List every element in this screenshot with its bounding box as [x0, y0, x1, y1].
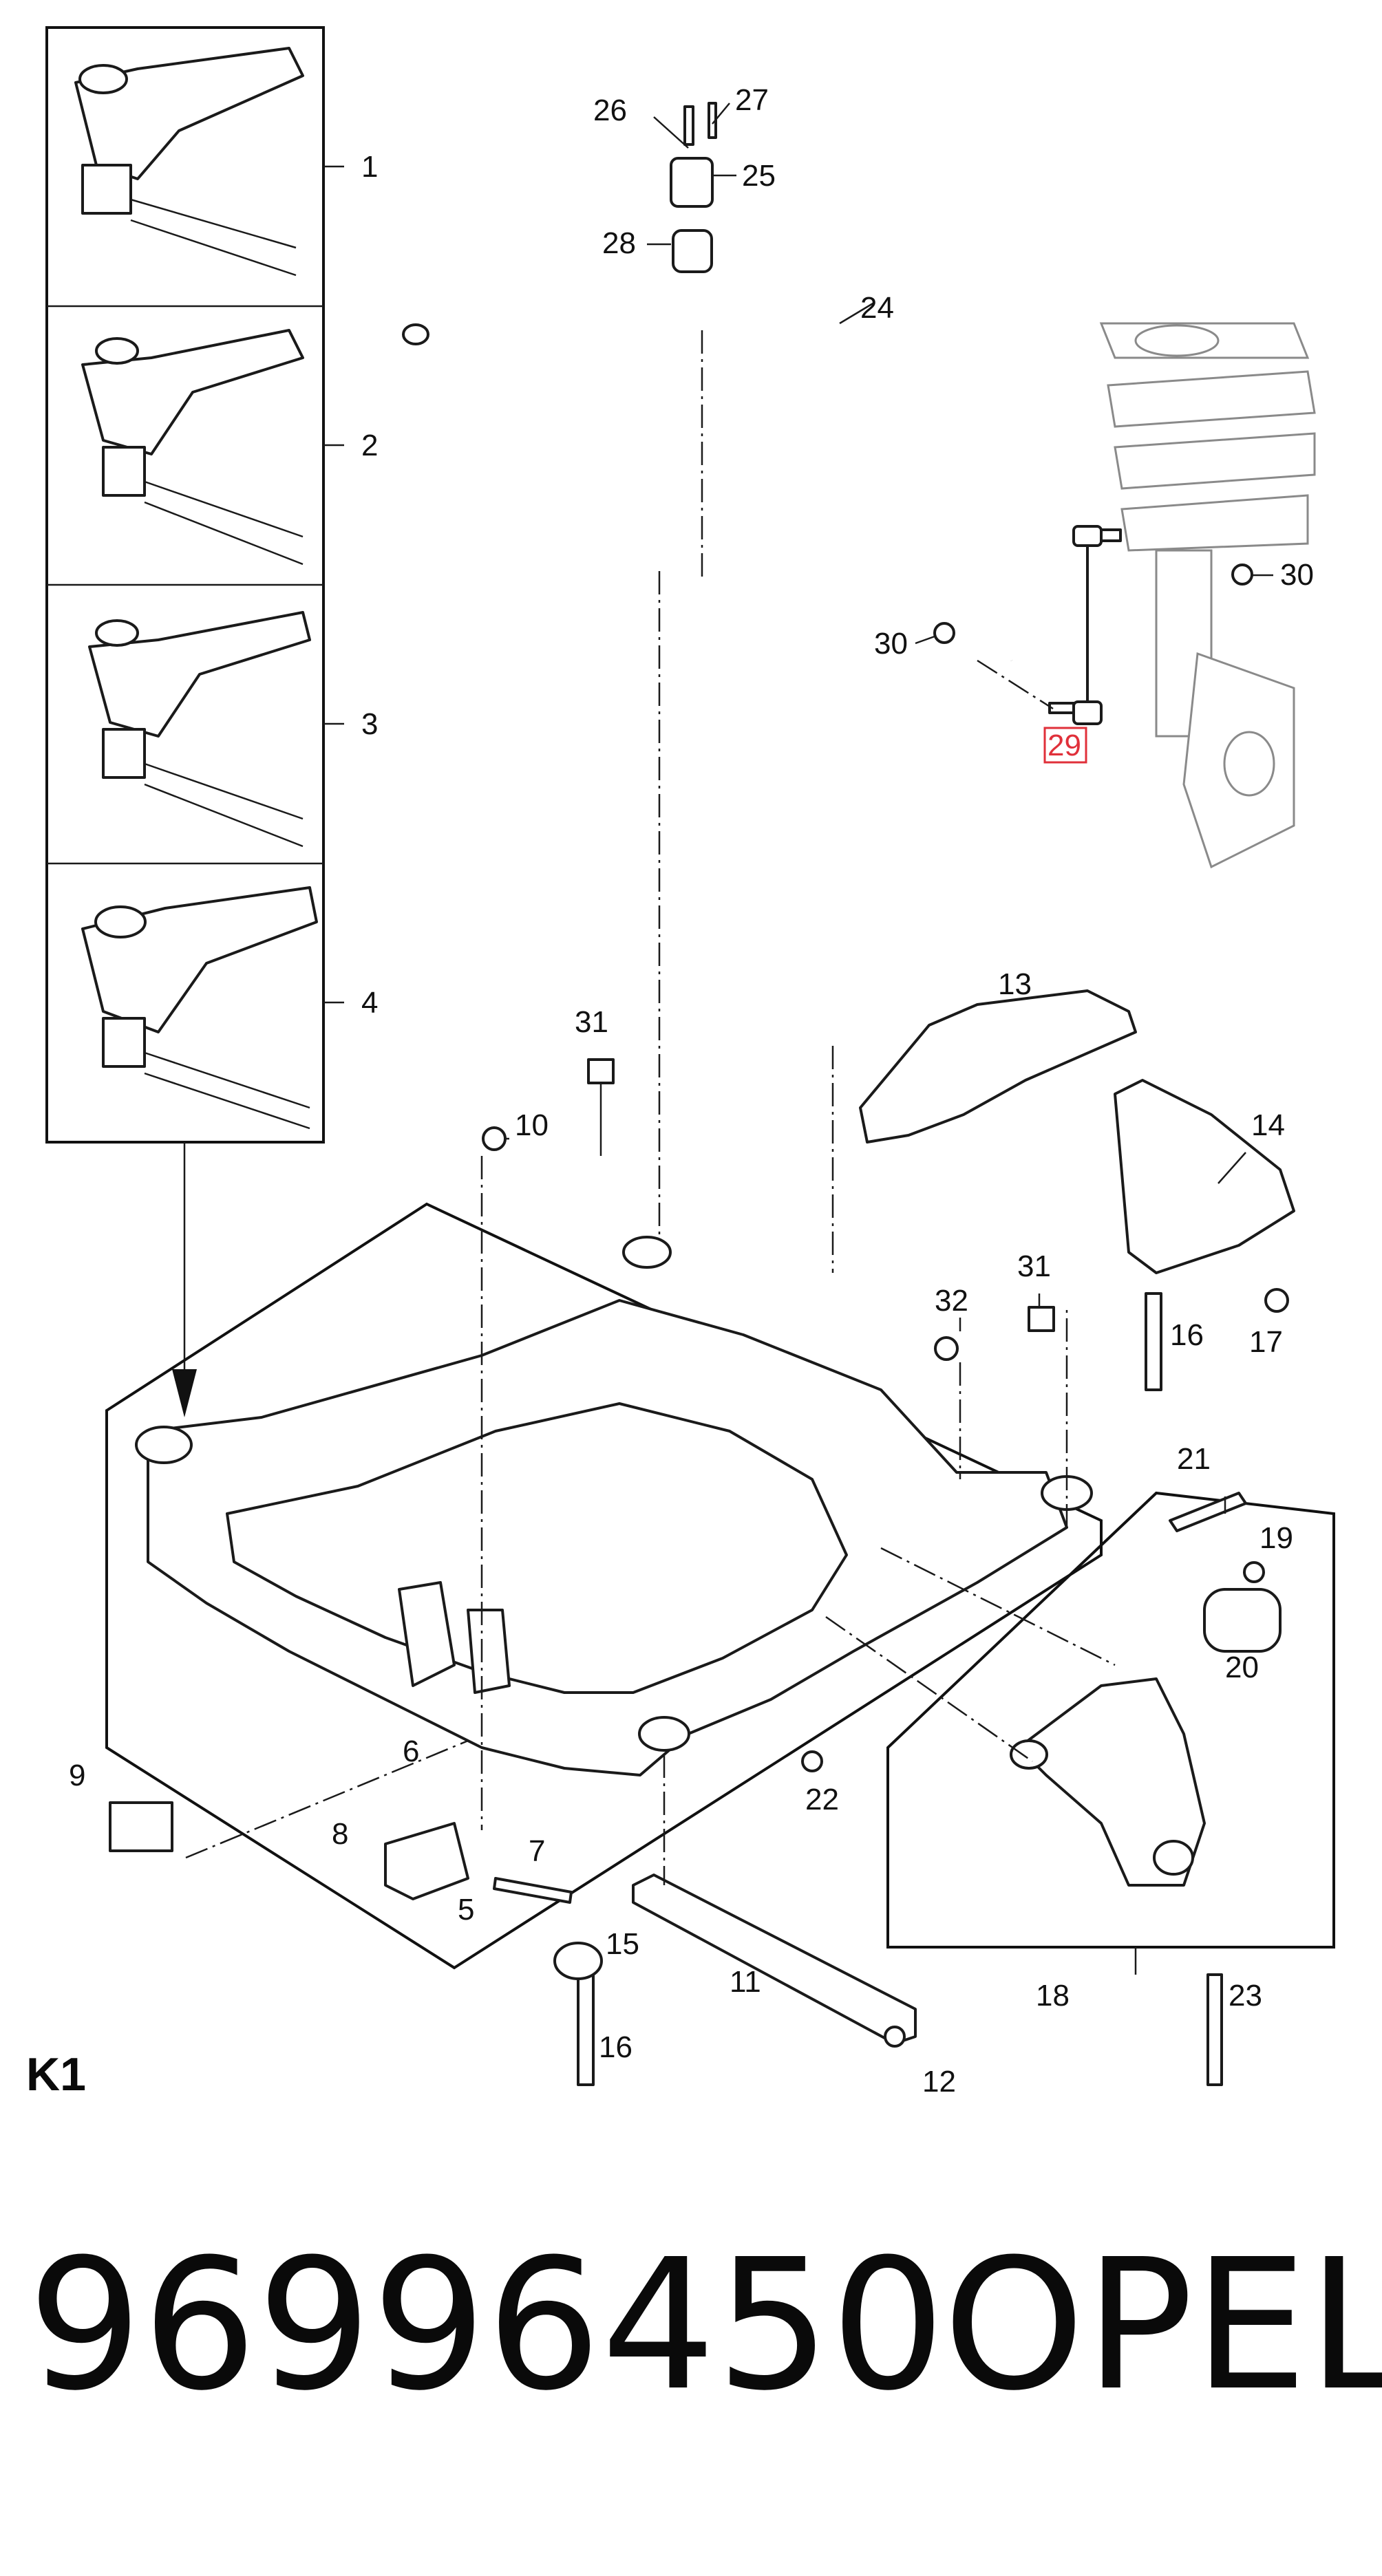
nut-10[interactable] — [482, 1126, 507, 1151]
mount-bushing-front-left[interactable] — [135, 1426, 193, 1464]
callout-30-left[interactable]: 30 — [874, 627, 908, 661]
bolts — [109, 564, 1289, 2086]
variant-label-4: 4 — [361, 986, 378, 1020]
control-arm-bushing[interactable] — [1203, 1588, 1282, 1653]
callout-19[interactable]: 19 — [1259, 1521, 1293, 1555]
clip-31-right[interactable] — [1028, 1306, 1055, 1332]
callout-14[interactable]: 14 — [1251, 1108, 1285, 1142]
leader-lines — [504, 103, 1273, 1975]
brand-name: OPEL — [943, 2220, 1382, 2430]
callouts: 26 27 25 28 24 30 30 29 13 31 10 14 31 3… — [69, 83, 1314, 2099]
clip-31-left[interactable] — [587, 1058, 615, 1084]
callout-20[interactable]: 20 — [1225, 1651, 1259, 1684]
nut-30-left[interactable] — [933, 622, 955, 644]
nut-22[interactable] — [801, 1750, 823, 1772]
subframe-assembly — [105, 1202, 1103, 1970]
stabilizer-bushing[interactable] — [670, 102, 717, 273]
variant-label-2: 2 — [361, 429, 378, 462]
stabilizer-bar[interactable] — [402, 283, 1021, 663]
part-number: 96996450 — [28, 2220, 946, 2430]
callout-6[interactable]: 6 — [403, 1735, 419, 1768]
variant-panel-3[interactable]: 3 — [88, 611, 378, 848]
mount-bushing-rear-left[interactable] — [622, 1236, 672, 1269]
variant-panel-2[interactable]: 2 — [81, 329, 378, 566]
callout-31-left[interactable]: 31 — [575, 1005, 608, 1039]
callout-10[interactable]: 10 — [515, 1108, 549, 1142]
callout-29-highlighted[interactable]: 29 — [1048, 729, 1081, 762]
callout-15[interactable]: 15 — [606, 1927, 639, 1961]
bolt-17[interactable] — [1264, 1288, 1289, 1313]
callout-25[interactable]: 25 — [742, 159, 776, 193]
strut-assembly — [1099, 322, 1316, 869]
callout-24[interactable]: 24 — [860, 291, 894, 325]
bracket-9[interactable] — [109, 1801, 173, 1852]
mount-bushing-front-right[interactable] — [638, 1716, 690, 1752]
arrow-head-icon — [172, 1369, 197, 1417]
washer-15[interactable] — [553, 1942, 603, 1980]
callout-8[interactable]: 8 — [332, 1817, 348, 1851]
callout-12[interactable]: 12 — [922, 2065, 956, 2099]
nut-19[interactable] — [1243, 1561, 1265, 1583]
callout-7[interactable]: 7 — [529, 1834, 545, 1868]
nut-30-right[interactable] — [1231, 564, 1253, 586]
bolt-16-lower[interactable] — [577, 1973, 595, 2086]
bracket-14[interactable] — [1114, 1079, 1295, 1274]
callout-27[interactable]: 27 — [735, 83, 769, 117]
callout-5[interactable]: 5 — [458, 1893, 474, 1926]
variant-panel-1[interactable]: 1 — [74, 47, 378, 277]
callout-28[interactable]: 28 — [602, 226, 636, 260]
bolt-16-upper[interactable] — [1145, 1292, 1162, 1391]
variant-panel-4[interactable]: 4 — [81, 886, 378, 1130]
callout-31-right[interactable]: 31 — [1017, 1249, 1051, 1283]
stabilizer-link[interactable] — [1048, 525, 1122, 725]
callout-30-right[interactable]: 30 — [1280, 558, 1314, 592]
callout-22[interactable]: 22 — [805, 1783, 839, 1816]
callout-11[interactable]: 11 — [730, 1965, 761, 1999]
variant-label-3: 3 — [361, 707, 378, 741]
bolt-7[interactable] — [493, 1877, 573, 1904]
highlight-box — [1043, 727, 1087, 764]
callout-13[interactable]: 13 — [998, 967, 1032, 1001]
callout-26[interactable]: 26 — [593, 94, 627, 127]
section-label: K1 — [26, 2048, 86, 2101]
variant-panel-stack: 1 2 3 4 — [45, 26, 378, 1417]
bracket-5[interactable] — [384, 1822, 469, 1900]
bolt-12[interactable] — [884, 2026, 906, 2048]
tie-plate[interactable] — [632, 1874, 917, 2045]
callout-32[interactable]: 32 — [935, 1284, 968, 1318]
callout-21[interactable]: 21 — [1177, 1442, 1211, 1476]
callout-23[interactable]: 23 — [1229, 1979, 1262, 2012]
callout-16-upper[interactable]: 16 — [1170, 1318, 1204, 1352]
nut-32[interactable] — [934, 1336, 959, 1361]
bolt-23[interactable] — [1206, 1973, 1223, 2086]
callout-16-lower[interactable]: 16 — [599, 2030, 632, 2064]
callout-18[interactable]: 18 — [1036, 1979, 1070, 2012]
bracket-13[interactable] — [859, 989, 1137, 1144]
callout-9[interactable]: 9 — [69, 1759, 85, 1792]
callout-17[interactable]: 17 — [1249, 1325, 1283, 1359]
lower-control-arm[interactable] — [1010, 1588, 1282, 1887]
variant-label-1: 1 — [361, 150, 378, 184]
guide-lines — [185, 330, 1116, 1885]
bolt-21[interactable] — [1169, 1492, 1247, 1532]
